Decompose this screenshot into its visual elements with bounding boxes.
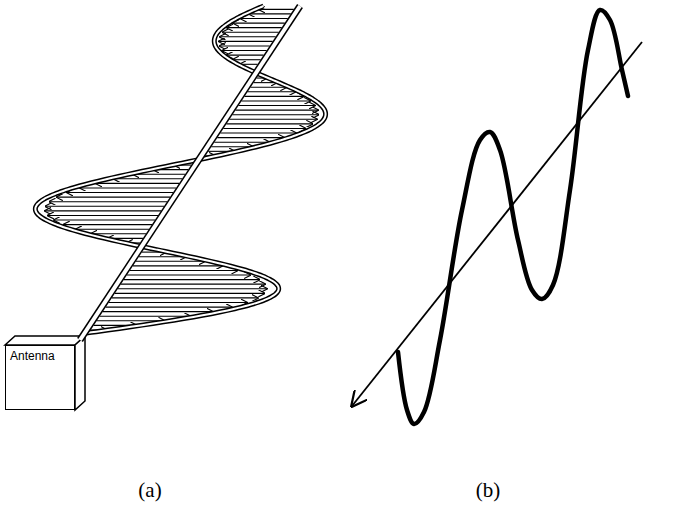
axis-outline (80, 6, 300, 340)
field-arrow (49, 201, 167, 202)
field-arrow (259, 9, 294, 10)
field-arrow (127, 274, 251, 275)
field-arrow (100, 316, 191, 317)
field-arrow (232, 114, 318, 115)
field-arrow (235, 110, 318, 111)
field-arrow (112, 297, 258, 298)
field-arrow (57, 197, 171, 198)
field-arrow (214, 142, 269, 143)
field-arrow (54, 219, 155, 220)
box-side-face (75, 336, 85, 410)
field-arrow (227, 27, 282, 28)
field-arrow (118, 288, 267, 289)
field-arrow (232, 59, 260, 60)
field-arrow (136, 261, 205, 262)
field-arrow (106, 307, 232, 308)
field-arrow (217, 137, 284, 138)
field-arrow (222, 32, 278, 33)
field-arrow (91, 233, 146, 234)
field-arrow (227, 55, 264, 56)
field-arrow (251, 87, 287, 88)
field-arrow (103, 311, 213, 312)
field-arrow (45, 210, 161, 211)
field-arrow (241, 100, 310, 101)
field-arrow (130, 270, 238, 271)
wave-outline (35, 6, 325, 333)
field-arrow (45, 206, 164, 207)
field-arrow (247, 91, 295, 92)
field-arrow (240, 18, 287, 19)
sine-wave (352, 10, 642, 424)
field-arrow (133, 265, 223, 266)
field-arrow (76, 229, 149, 230)
field-arrow (220, 132, 296, 133)
node-label: Antenna (6, 346, 74, 366)
wave-curve (398, 10, 628, 424)
wave-inner (35, 6, 325, 333)
field-arrow (96, 183, 179, 184)
field-arrow (115, 293, 265, 294)
panel-label: (a) (138, 478, 161, 503)
antenna-box: Antenna (5, 345, 75, 410)
field-arrow (63, 224, 152, 225)
field-arrow (226, 123, 312, 124)
field-arrow (249, 13, 291, 14)
field-arrow (238, 105, 315, 106)
axis-inner (80, 6, 300, 340)
helix-wave (35, 6, 325, 333)
field-arrow (113, 178, 182, 179)
field-arrow (48, 215, 158, 216)
field-arrow (220, 45, 270, 46)
field-arrow (229, 119, 317, 120)
field-arrow (67, 192, 173, 193)
field-arrow (219, 41, 273, 42)
box-top-face (5, 336, 85, 345)
field-arrow (124, 279, 260, 280)
field-arrow (222, 50, 266, 51)
field-arrow (223, 128, 305, 129)
propagation-axis (80, 6, 300, 340)
propagation-arrow (352, 42, 642, 406)
panel-label: (b) (476, 478, 501, 503)
field-arrow (233, 23, 285, 24)
field-arrow (80, 187, 176, 188)
field-arrow (244, 96, 303, 97)
field-arrow (109, 302, 247, 303)
field-arrow (121, 284, 266, 285)
field-arrow (220, 36, 276, 37)
